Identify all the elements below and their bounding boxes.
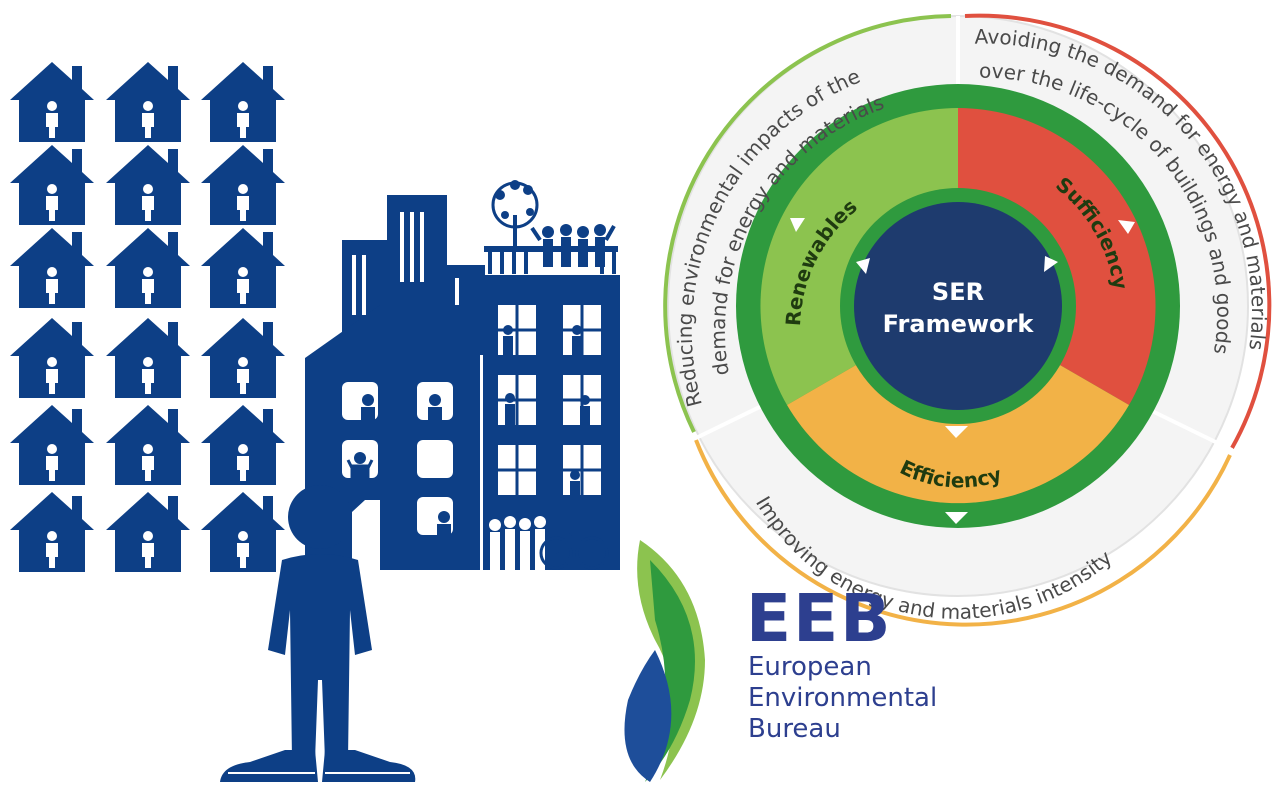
cycle-arrows (790, 218, 1135, 524)
house-icon (106, 62, 190, 142)
house-icon (201, 228, 285, 308)
house-icon (10, 405, 94, 485)
city-buildings-illustration (220, 180, 620, 782)
house-icon (201, 405, 285, 485)
house-icon (106, 145, 190, 225)
house-icon (201, 318, 285, 398)
eeb-leaf-icon (624, 540, 705, 782)
logo-line-bureau: Bureau (748, 714, 841, 744)
center-circle (854, 202, 1062, 410)
house-icon (10, 492, 94, 572)
house-icon (106, 228, 190, 308)
houses-grid (10, 62, 285, 572)
house-icon (10, 228, 94, 308)
house-icon (106, 492, 190, 572)
house-icon (10, 62, 94, 142)
house-icon (201, 145, 285, 225)
center-label-line2: Framework (883, 310, 1035, 338)
house-icon (10, 318, 94, 398)
center-label-line1: SER (932, 278, 984, 306)
house-icon (106, 318, 190, 398)
house-icon (10, 145, 94, 225)
logo-line-european: European (748, 652, 872, 682)
logo-line-environmental: Environmental (748, 683, 938, 713)
house-icon (106, 405, 190, 485)
house-icon (201, 492, 285, 572)
logo-acronym: EEB (746, 580, 893, 657)
house-icon (201, 62, 285, 142)
ser-framework-diagram: Reducing environmental impacts of the de… (663, 13, 1272, 627)
